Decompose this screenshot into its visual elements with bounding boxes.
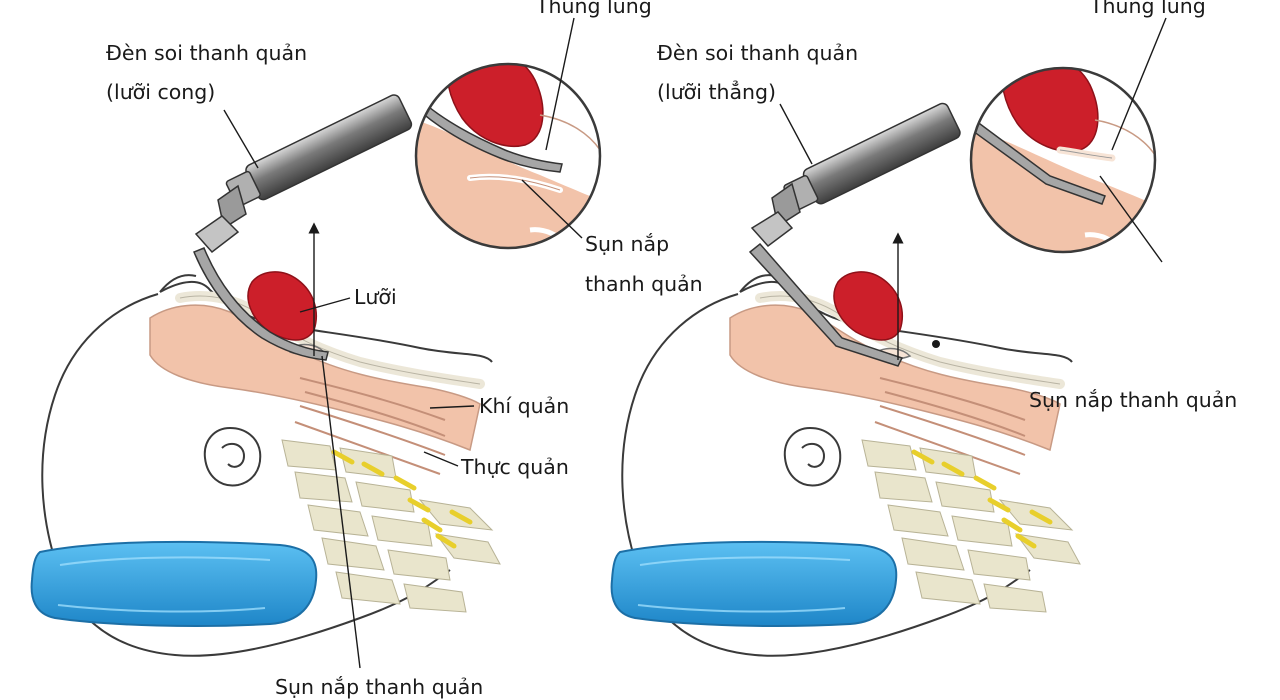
left-epiglottis-inset-label-line2: thanh quản [585,272,703,296]
right-magnified-inset [969,66,1157,254]
left-labels: Đèn soi thanh quản (lưỡi cong) Thung lũn… [106,0,703,699]
right-pointer-dot [932,340,940,348]
left-magnified-inset [414,62,602,250]
left-epiglottis-bottom-label: Sụn nắp thanh quản [275,675,483,699]
right-head-figure [612,272,1080,656]
left-laryngoscope-label-line1: Đèn soi thanh quản [106,41,307,65]
right-laryngoscope [748,102,961,367]
right-laryngoscope-label-line2: (lưỡi thẳng) [657,79,776,104]
left-esophagus-label: Thực quản [460,455,569,479]
left-laryngoscope-label-line2: (lưỡi cong) [106,80,215,104]
left-vallecula-label: Thung lũng [535,0,652,18]
leader-lines [223,17,1167,669]
left-trachea-label: Khí quản [479,394,569,418]
right-laryngoscope-label-line1: Đèn soi thanh quản [657,41,858,65]
left-tongue-label: Lưỡi [354,285,397,309]
left-laryngoscope [193,94,413,361]
right-labels: Đèn soi thanh quản (lưỡi thẳng) Thung lũ… [657,0,1237,412]
left-epiglottis-inset-label-line1: Sụn nắp [585,232,669,256]
right-epiglottis-label: Sụn nắp thanh quản [1029,388,1237,412]
right-vallecula-label: Thung lũng [1089,0,1206,18]
